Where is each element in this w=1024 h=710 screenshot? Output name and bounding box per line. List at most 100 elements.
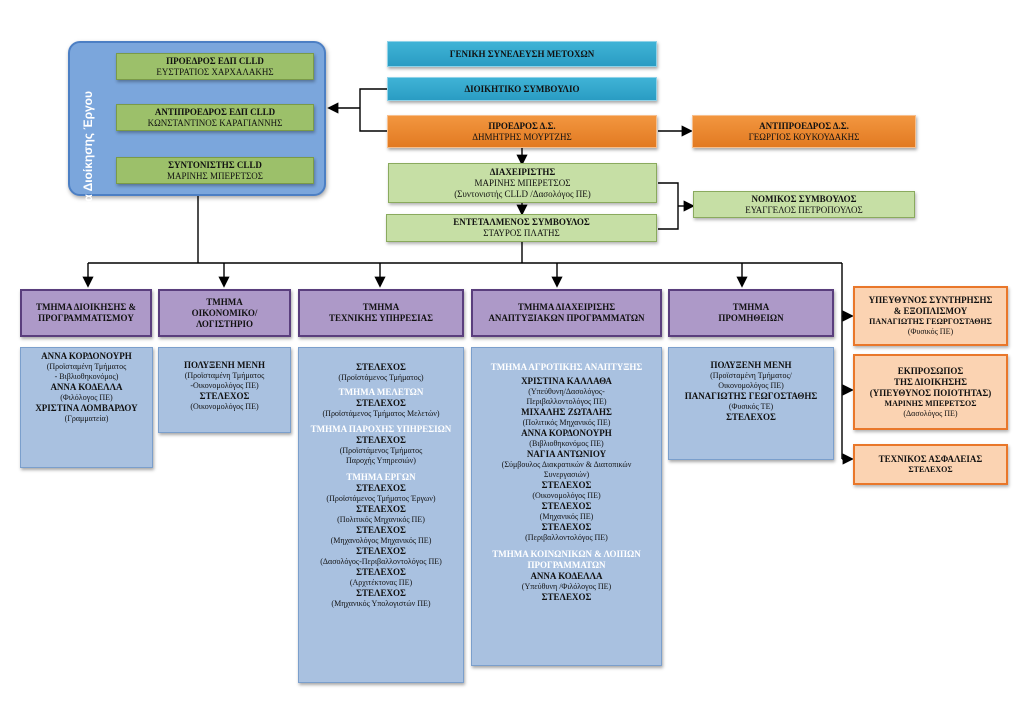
president-name: ΔΗΜΗΤΡΗΣ ΜΟΥΡΤΖΗΣ [472,131,572,142]
section-title: ΤΜΗΜΑ ΑΓΡΟΤΙΚΗΣ ΑΝΑΠΤΥΞΗΣ [490,362,643,372]
staff-name: ΣΤΕΛΕΧΟΣ [199,391,250,401]
staff-name: ΣΤΕΛΕΧΟΣ [356,362,406,372]
staff-development: ΤΜΗΜΑ ΑΓΡΟΤΙΚΗΣ ΑΝΑΠΤΥΞΗΣ ΧΡΙΣΤΙΝΑ ΚΑΛΛΑ… [471,347,662,666]
staff-name: ΣΤΕΛΕΧΟΣ [541,480,592,490]
dept-title-line: ΑΝΑΠΤΥΞΙΑΚΩΝ ΠΡΟΓΡΑΜΜΑΤΩΝ [488,313,645,323]
staff-name: ΧΡΙΣΤΙΝΑ ΛΟΜΒΑΡΔΟΥ [35,403,138,413]
staff-role: (Περιβαλλοντολόγος ΠΕ) [525,533,608,542]
dept-title-line: ΤΜΗΜΑ [732,302,770,312]
dept-title-line: ΠΡΟΓΡΑΜΜΑΤΙΣΜΟΥ [38,313,134,323]
member-name: ΚΩΝΣΤΑΝΤΙΝΟΣ ΚΑΡΑΓΙΑΝΝΗΣ [147,117,283,128]
staff-name: ΣΤΕΛΕΧΟΣ [541,522,592,532]
general-assembly-label: ΓΕΝΙΚΗ ΣΥΝΕΛΕΥΣΗ ΜΕΤΟΧΩΝ [449,48,595,59]
side-role-title: ΕΚΠΡΟΣΩΠΟΣ [897,365,964,376]
staff-role: (Προϊσταμένη Τμήματος/ [710,371,792,380]
staff-role: (Βιβλιοθηκονόμος ΠΕ) [529,439,604,448]
staff-name: ΠΟΛΥΞΕΝΗ ΜΕΝΗ [184,360,265,370]
staff-name: ΣΤΕΛΕΧΟΣ [541,501,592,511]
staff-role: (Προϊστάμενος Τμήματος) [338,373,424,382]
member-name: ΜΑΡΙΝΗΣ ΜΠΕΡΕΤΣΟΣ [167,170,263,181]
staff-name: ΝΑΓΙΑ ΑΝΤΩΝΙΟΥ [526,449,607,459]
legal-role: ΝΟΜΙΚΟΣ ΣΥΜΒΟΥΛΟΣ [751,193,857,204]
side-role-title: ΤΗΣ ΔΙΟΙΚΗΣΗΣ [893,376,968,387]
staff-name: ΑΝΝΑ ΚΟΔΕΛΛΑ [530,571,603,581]
staff-technical: ΣΤΕΛΕΧΟΣ (Προϊστάμενος Τμήματος) ΤΜΗΜΑ Μ… [298,347,464,683]
group-member-coordinator: ΣΥΝΤΟΝΙΣΤΗΣ CLLD ΜΑΡΙΝΗΣ ΜΠΕΡΕΤΣΟΣ [116,157,314,184]
staff-role: (Γραμματεία) [64,414,109,423]
dept-title-line: ΤΕΧΝΙΚΗΣ ΥΠΗΡΕΣΙΑΣ [328,313,434,323]
staff-finance: ΠΟΛΥΞΕΝΗ ΜΕΝΗ (Προϊσταμένη Τμήματος -Οικ… [158,347,291,433]
legal-name: ΕΥΑΓΓΕΛΟΣ ΠΕΤΡΟΠΟΥΛΟΣ [745,204,863,215]
group-member-president: ΠΡΟΕΔΡΟΣ ΕΔΠ CLLD ΕΥΣΤΡΑΤΙΟΣ ΧΑΡΧΑΛΑΚΗΣ [116,53,314,80]
dept-development: ΤΜΗΜΑ ΔΙΑΧΕΙΡΙΣΗΣ ΑΝΑΠΤΥΞΙΑΚΩΝ ΠΡΟΓΡΑΜΜΑ… [471,289,662,337]
staff-role: (Μηχανολόγος Μηχανικός ΠΕ) [330,536,432,545]
staff-name: ΑΝΝΑ ΚΟΔΕΛΛΑ [50,382,123,392]
staff-name: ΠΑΝΑΓΙΩΤΗΣ ΓΕΩΓΟΣΤΑΘΗΣ [684,391,818,401]
staff-role: (Μηχανικός ΠΕ) [539,512,594,521]
vice-president-box: ΑΝΤΙΠΡΟΕΔΡΟΣ Δ.Σ. ΓΕΩΡΓΙΟΣ ΚΟΥΚΟΥΔΑΚΗΣ [692,115,916,148]
group-member-vice-president: ΑΝΤΙΠΡΟΕΔΡΟΣ ΕΔΠ CLLD ΚΩΝΣΤΑΝΤΙΝΟΣ ΚΑΡΑΓ… [116,104,314,131]
staff-name: ΣΤΕΛΕΧΟΣ [356,504,406,514]
staff-role: Περιβαλλοντολόγος ΠΕ) [526,397,607,406]
manager-box: ΔΙΑΧΕΙΡΙΣΤΗΣ ΜΑΡΙΝΗΣ ΜΠΕΡΕΤΣΟΣ (Συντονισ… [388,163,657,203]
staff-role: (Μηχανικός Υπολογιστών ΠΕ) [331,599,431,608]
staff-name: ΣΤΕΛΕΧΟΣ [356,567,406,577]
side-role-title: ΤΕΧΝΙΚΟΣ ΑΣΦΑΛΕΙΑΣ [878,454,983,464]
staff-role: (Φυσικός ΤΕ) [728,402,774,411]
staff-role: Συνεργασιών) [543,470,590,479]
staff-name: ΣΤΕΛΕΧΟΣ [356,588,406,598]
manager-name: ΜΑΡΙΝΗΣ ΜΠΕΡΕΤΣΟΣ [474,177,571,188]
delegate-name: ΣΤΑΥΡΟΣ ΠΛΑΤΗΣ [483,228,560,238]
staff-name: ΣΤΕΛΕΧΟΣ [356,525,406,535]
dept-title-line: ΛΟΓΙΣΤΗΡΙΟ [195,318,254,329]
staff-role: (Οικονομολόγος ΠΕ) [190,402,259,411]
staff-name: ΧΡΙΣΤΙΝΑ ΚΑΛΛΑΘΑ [521,376,612,386]
staff-name: ΑΝΝΑ ΚΟΡΔΟΝΟΥΡΗ [521,428,612,438]
staff-role: (Σύμβουλος Διακρατικών & Διατοπικών [501,460,632,469]
staff-role: (Αρχιτέκτονας ΠΕ) [349,578,413,587]
staff-role: (Πολιτικός Μηχανικός ΠΕ) [522,418,611,427]
side-role-title: (ΥΠΕΥΘΥΝΟΣ ΠΟΙΟΤΗΤΑΣ) [869,387,992,398]
staff-name: ΣΤΕΛΕΧΟΣ [356,483,406,493]
staff-role: (Φιλόλογος ΠΕ) [60,393,113,402]
staff-role: Παροχής Υπηρεσιών) [346,456,416,465]
delegate-role: ΕΝΤΕΤΑΛΜΕΝΟΣ ΣΥΜΒΟΥΛΟΣ [453,217,590,227]
staff-role: (Υπεύθυνη /Φιλόλογος ΠΕ) [521,582,612,591]
dept-title-line: ΠΡΟΜΗΘΕΙΩΝ [718,313,784,323]
dept-finance: ΤΜΗΜΑ ΟΙΚΟΝΟΜΙΚΟ/ ΛΟΓΙΣΤΗΡΙΟ [158,289,291,337]
vice-president-role: ΑΝΤΙΠΡΟΕΔΡΟΣ Δ.Σ. [759,120,849,131]
project-group-label: Ομάδα Διοίκησης Έργου [81,90,96,234]
side-role-title: & ΕΞΟΠΛΙΣΜΟΥ [893,306,968,316]
safety-technician-box: ΤΕΧΝΙΚΟΣ ΑΣΦΑΛΕΙΑΣ ΣΤΕΛΕΧΟΣ [853,444,1008,485]
staff-role: (Δασολόγος-Περιβαλλοντολόγος ΠΕ) [320,557,442,566]
dept-administration: ΤΜΗΜΑ ΔΙΟΙΚΗΣΗΣ & ΠΡΟΓΡΑΜΜΑΤΙΣΜΟΥ [20,289,152,337]
member-role: ΠΡΟΕΔΡΟΣ ΕΔΠ CLLD [166,55,264,66]
side-role-name: ΠΑΝΑΓΙΩΤΗΣ ΓΕΩΡΓΟΣΤΑΘΗΣ [869,317,992,326]
general-assembly-box: ΓΕΝΙΚΗ ΣΥΝΕΛΕΥΣΗ ΜΕΤΟΧΩΝ [387,41,657,67]
staff-administration: ΑΝΝΑ ΚΟΡΔΟΝΟΥΡΗ (Προϊσταμένη Τμήματος - … [20,347,153,468]
staff-name: ΠΟΛΥΞΕΝΗ ΜΕΝΗ [710,360,792,370]
dept-title-line: ΤΜΗΜΑ ΔΙΑΧΕΙΡΙΣΗΣ [517,302,616,312]
staff-name: ΣΤΕΛΕΧΟΣ [356,435,406,445]
vice-president-name: ΓΕΩΡΓΙΟΣ ΚΟΥΚΟΥΔΑΚΗΣ [748,131,860,142]
member-name: ΕΥΣΤΡΑΤΙΟΣ ΧΑΡΧΑΛΑΚΗΣ [156,66,274,77]
section-title: ΤΜΗΜΑ ΕΡΓΩΝ [346,472,416,482]
staff-role: (Προϊστάμενος Τμήματος Έργων) [326,494,436,503]
staff-role: (Προϊσταμένη Τμήματος [184,371,265,380]
staff-role: (Υπεύθυνη/Δασολόγος- [528,387,605,396]
staff-name: ΜΙΧΑΛΗΣ ΖΩΤΑΛΗΣ [521,407,612,417]
staff-role: -Οικονομολόγος ΠΕ) [190,381,259,390]
maintenance-officer-box: ΥΠΕΥΘΥΝΟΣ ΣΥΝΤΗΡΗΣΗΣ & ΕΞΟΠΛΙΣΜΟΥ ΠΑΝΑΓΙ… [853,286,1008,346]
staff-name: ΣΤΕΛΕΧΟΣ [541,592,592,602]
legal-advisor-box: ΝΟΜΙΚΟΣ ΣΥΜΒΟΥΛΟΣ ΕΥΑΓΓΕΛΟΣ ΠΕΤΡΟΠΟΥΛΟΣ [693,191,915,218]
dept-title-line: ΤΜΗΜΑ [206,296,243,307]
board-label: ΔΙΟΙΚΗΤΙΚΟ ΣΥΜΒΟΥΛΙΟ [464,83,580,94]
section-title: ΤΜΗΜΑ ΠΑΡΟΧΗΣ ΥΠΗΡΕΣΙΩΝ [310,424,452,434]
side-role-note: (Φυσικός ΠΕ) [907,327,954,336]
manager-role: ΔΙΑΧΕΙΡΙΣΤΗΣ [489,166,556,177]
side-role-name: ΜΑΡΙΝΗΣ ΜΠΕΡΕΤΣΟΣ [884,398,977,408]
staff-role: (Προϊσταμένη Τμήματος [46,362,127,371]
staff-role: (Προϊστάμενος Τμήματος Μελετών) [322,409,440,418]
staff-role: (Οικονομολόγος ΠΕ) [532,491,601,500]
side-role-name: ΣΤΕΛΕΧΟΣ [908,465,953,474]
